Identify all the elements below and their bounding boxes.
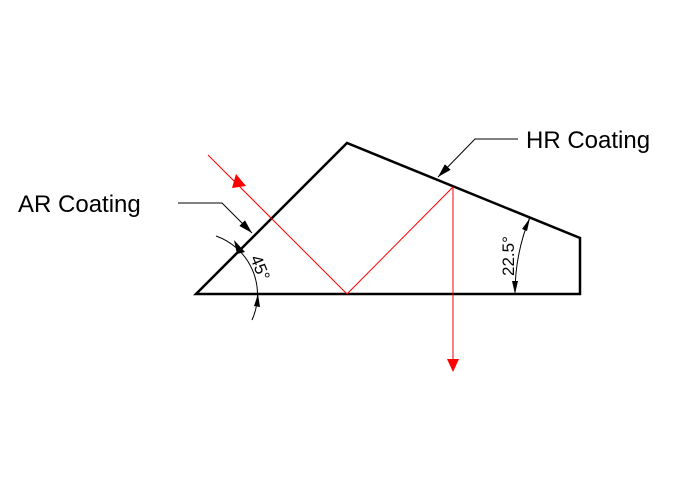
ar-coating-label: AR Coating [18, 191, 141, 218]
hr-coating-leader [437, 138, 518, 178]
reflected-beam [346, 186, 454, 295]
apex-angle-label: 45° [246, 252, 273, 283]
hr-coating-label: HR Coating [526, 127, 650, 154]
apex-angle-arc [215, 235, 258, 321]
output-arrow-icon [447, 359, 459, 372]
apex-angle-arrow-icon [234, 240, 245, 254]
beam-path [207, 154, 454, 360]
incident-arrow-icon [232, 174, 246, 188]
incident-beam [207, 154, 348, 295]
prism-outline [192, 141, 582, 296]
wedge-angle-arrow-icon [522, 218, 530, 231]
wedge-angle-label: 22.5° [499, 236, 518, 276]
wedge-angle-arrow-icon [512, 281, 518, 294]
apex-angle-arrow-icon [254, 294, 260, 307]
ar-coating-leader [178, 202, 253, 234]
